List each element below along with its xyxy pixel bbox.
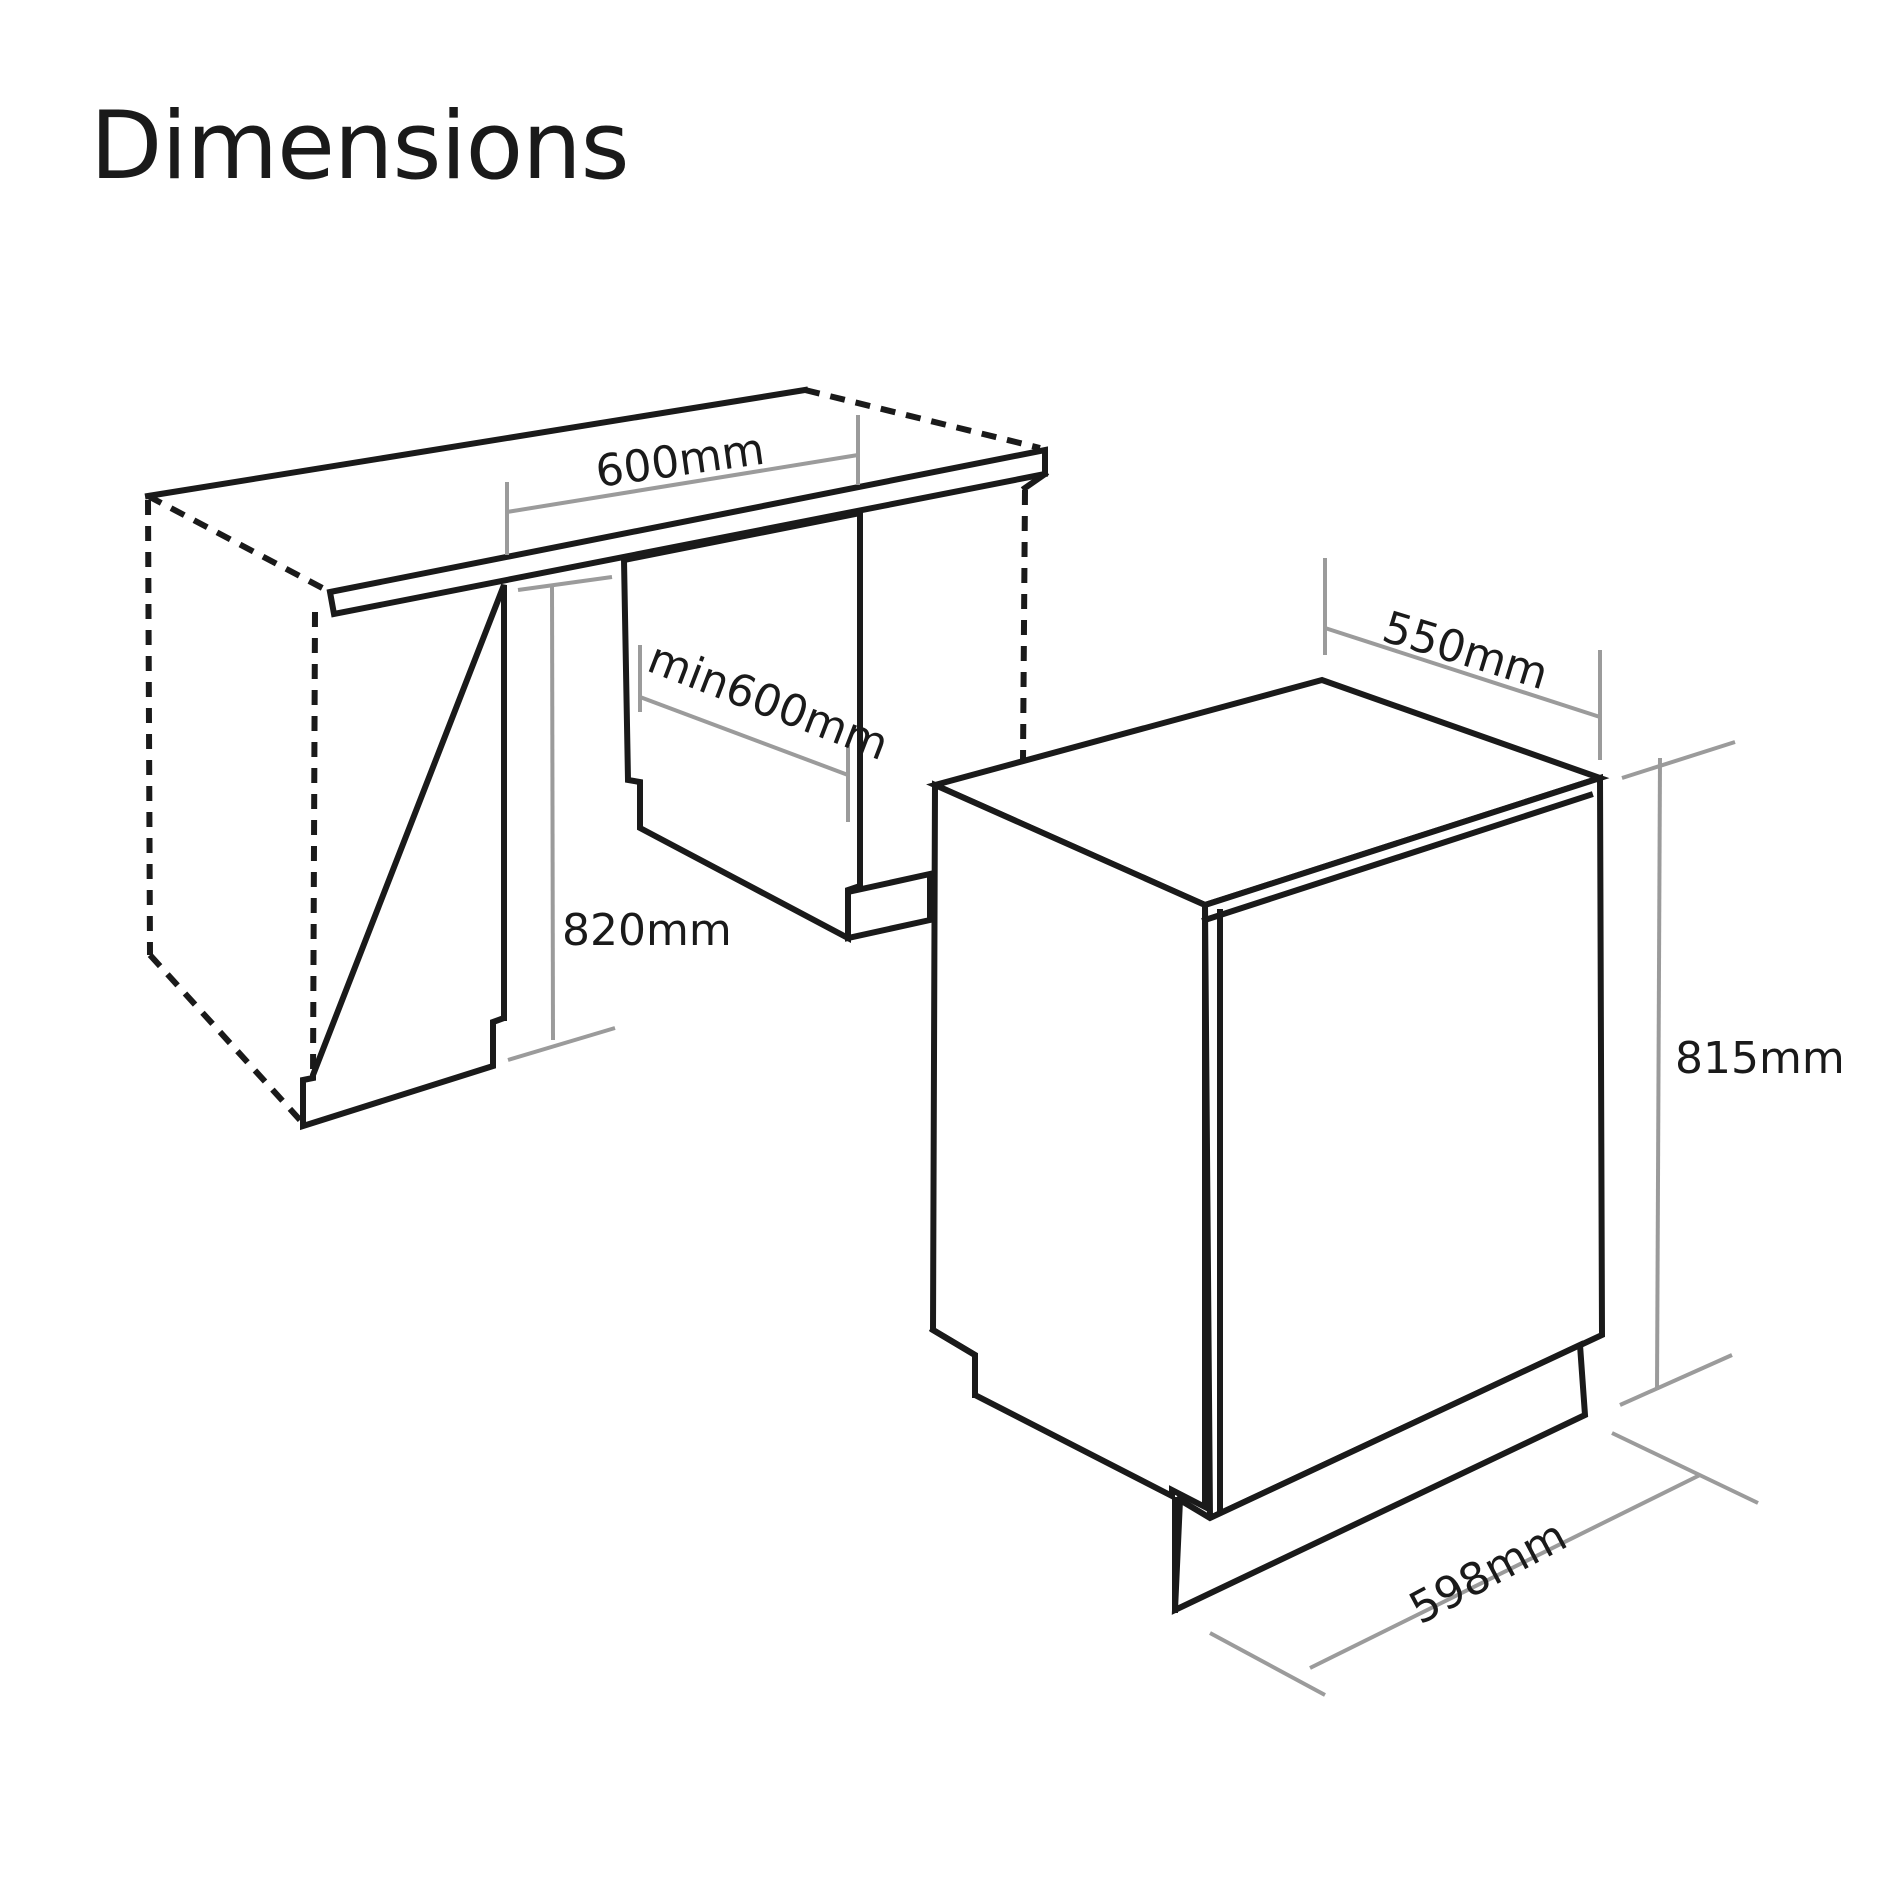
right-back-vertical-edge [1020,489,1028,761]
dim-appliance-width-line [1309,1473,1701,1670]
appliance-door-rim-top [1201,791,1594,924]
label-recess-height: 820mm [562,905,732,956]
worktop-right-return [1020,469,1050,493]
left-side-vertical-edge [310,611,318,1079]
worktop-back-right-edge [804,387,1041,451]
dim-appliance-height-line [1655,757,1662,1391]
appliance-side-kick-notch [928,1325,978,1398]
dim-worktop-width-line [506,453,859,514]
appliance-door [1201,773,1606,1523]
dim-appliance-depth-line [1324,626,1601,719]
left-back-vertical-edge [145,499,153,956]
left-side-panel [300,583,507,1131]
dimension-lines [505,415,1759,1697]
label-appliance-height: 815mm [1675,1033,1845,1084]
left-back-bottom-edge [147,952,303,1123]
label-appliance-depth: 550mm [1377,602,1554,700]
worktop-back-edge [144,386,809,500]
dim-recess-height-line [550,584,555,1041]
label-appliance-width: 598mm [1401,1510,1575,1635]
dim-recess-width-line [639,695,849,777]
cabinet-hidden-edges [145,387,1041,1123]
dim-recess-height-tick-top [517,575,613,592]
dim-recess-height-tick-bottom [507,1026,616,1062]
cabinet-recess [144,386,1050,1131]
right-floor-plinth [845,870,933,942]
worktop-back-left-edge [146,493,332,595]
appliance [926,676,1610,1615]
appliance-side-face [929,780,1208,1512]
dim-appliance-height-tick-top [1621,740,1736,780]
dim-appliance-width-tick-right [1611,1431,1759,1505]
dim-appliance-width-tick-left [1209,1631,1326,1697]
page-title: Dimensions [90,92,630,201]
dim-appliance-height-tick-bottom [1619,1353,1733,1407]
label-worktop-width: 600mm [592,424,767,498]
